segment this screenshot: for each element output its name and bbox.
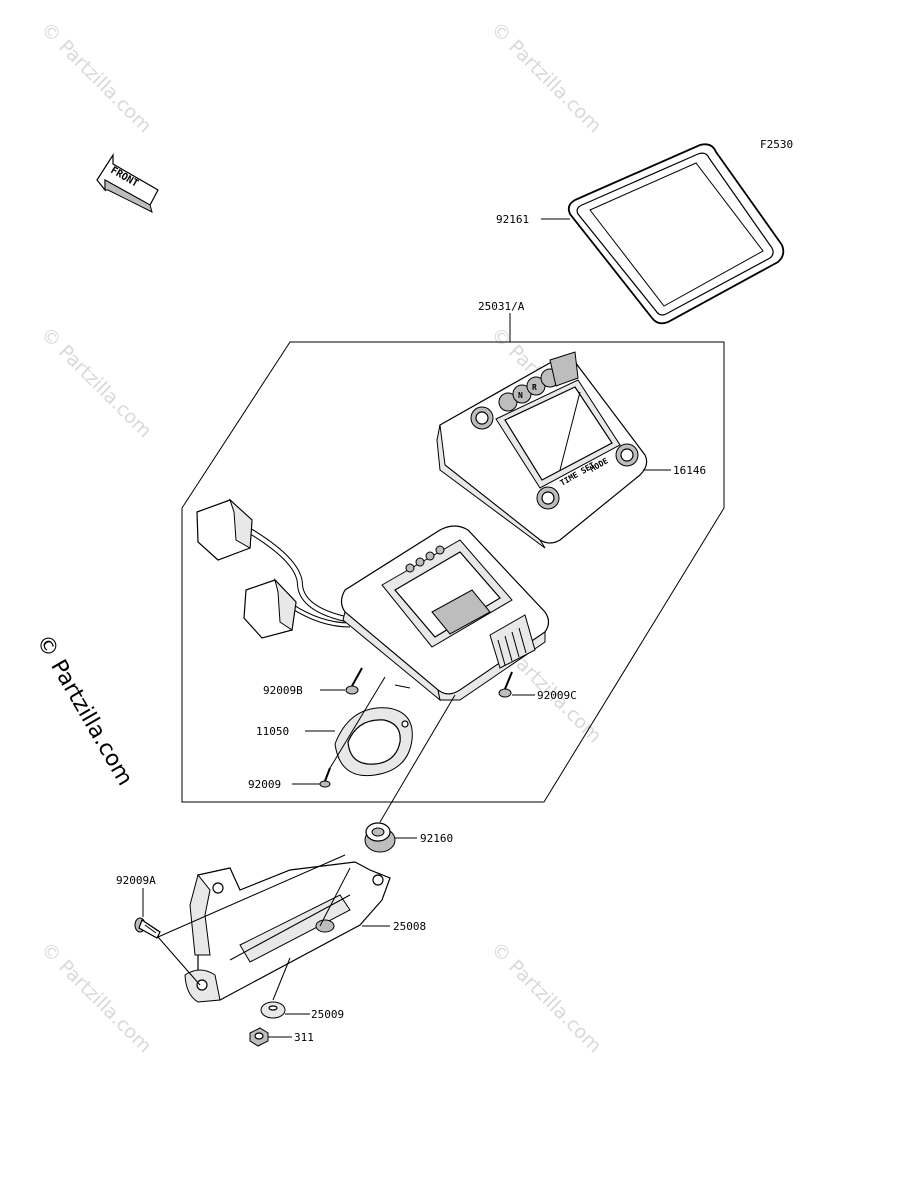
watermark-top-left: © Partzilla.com <box>36 18 155 137</box>
indicator-r: R <box>532 383 537 392</box>
label-92161: 92161 <box>496 213 529 226</box>
front-arrow-icon: FRONT <box>96 152 159 213</box>
nut-part <box>249 1027 269 1047</box>
label-92009c: 92009C <box>537 689 577 702</box>
screw-92009b <box>345 667 363 695</box>
label-16146: 16146 <box>673 464 706 477</box>
label-92009: 92009 <box>248 778 281 791</box>
meter-body-part <box>340 525 550 702</box>
figure-code: F2530 <box>760 138 793 151</box>
lens-part <box>567 143 785 325</box>
watermark-mid-left: © Partzilla.com <box>36 323 155 442</box>
screw-92009 <box>319 767 331 788</box>
label-25008: 25008 <box>393 920 426 933</box>
washer-part <box>260 1001 286 1019</box>
gasket-part <box>334 707 413 777</box>
label-11050: 11050 <box>256 725 289 738</box>
bracket-part <box>184 861 391 1003</box>
label-92160: 92160 <box>420 832 453 845</box>
meter-cover-part: N R TIME SET MODE <box>436 351 648 549</box>
partzilla-side-watermark: © Partzilla.com <box>31 631 138 791</box>
label-92009a: 92009A <box>116 874 156 887</box>
watermark-bottom-left: © Partzilla.com <box>36 938 155 1057</box>
label-92009b: 92009B <box>263 684 303 697</box>
grommet-part <box>364 822 396 853</box>
indicator-n: N <box>518 391 523 400</box>
label-25009: 25009 <box>311 1008 344 1021</box>
label-25031a: 25031/A <box>478 300 525 313</box>
watermark-top-right: © Partzilla.com <box>486 18 605 137</box>
wiring-harness-part <box>196 498 351 639</box>
label-311: 311 <box>294 1031 314 1044</box>
assembly-box <box>181 341 725 803</box>
watermark-bottom-right: © Partzilla.com <box>486 938 605 1057</box>
bolt-92009a <box>134 917 161 939</box>
screw-92009c <box>498 671 513 698</box>
